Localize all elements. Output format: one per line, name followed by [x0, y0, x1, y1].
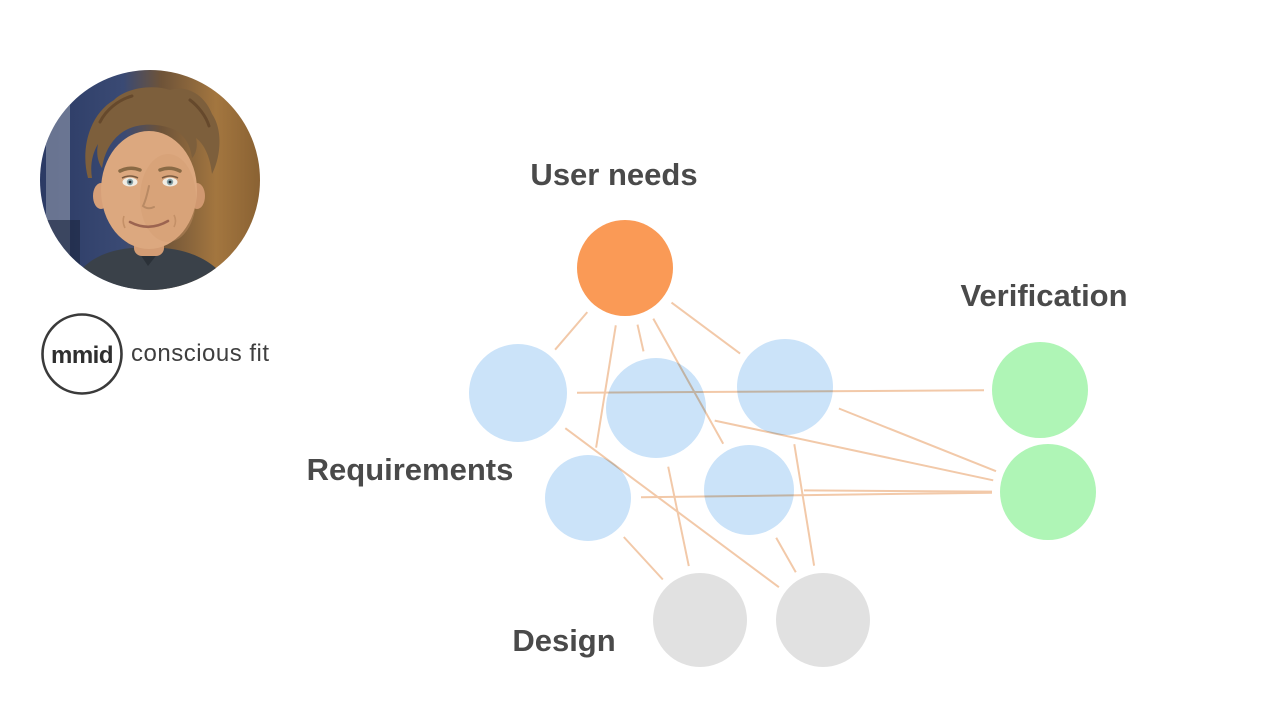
presenter-block: mmid conscious fit	[40, 70, 270, 395]
label-design: Design	[512, 623, 616, 658]
label-verification: Verification	[960, 278, 1128, 313]
label-user-needs: User needs	[530, 157, 698, 192]
edge-user-need-1-req-2	[636, 324, 645, 352]
edge-req-3-ver-2	[838, 407, 997, 473]
edge-user-need-1-req-3	[670, 301, 741, 355]
label-requirements: Requirements	[306, 452, 514, 487]
edge-user-need-1-req-1	[554, 311, 589, 351]
edge-req-4-des-1	[623, 536, 664, 581]
edge-user-need-1-req-5	[652, 318, 725, 445]
mmid-logo-icon: mmid	[41, 313, 123, 395]
brand-tagline: conscious fit	[131, 340, 270, 367]
hair	[85, 87, 220, 178]
node-req-2	[606, 358, 706, 458]
presenter-photo	[40, 70, 260, 290]
node-req-1	[469, 344, 567, 442]
edge-req-5-ver-2	[803, 489, 993, 493]
node-req-4	[545, 455, 631, 541]
edge-req-1-ver-1	[576, 389, 985, 394]
node-req-5	[704, 445, 794, 535]
node-ver-2	[1000, 444, 1096, 540]
smile	[128, 219, 170, 229]
node-ver-1	[992, 342, 1088, 438]
edge-req-3-des-2	[793, 444, 816, 566]
node-des-2	[776, 573, 870, 667]
edge-req-1-des-2	[564, 427, 780, 589]
brand-logo: mmid conscious fit	[40, 312, 270, 396]
logo-text: mmid	[51, 342, 113, 369]
shirt	[68, 247, 234, 290]
edge-req-5-des-2	[775, 537, 797, 573]
edge-req-2-des-1	[667, 466, 690, 567]
edge-req-4-ver-2	[640, 491, 993, 499]
node-req-3	[737, 339, 833, 435]
edge-req-2-ver-2	[714, 419, 994, 482]
edge-user-need-1-req-4	[595, 325, 617, 448]
node-user-need-1	[577, 220, 673, 316]
node-des-1	[653, 573, 747, 667]
